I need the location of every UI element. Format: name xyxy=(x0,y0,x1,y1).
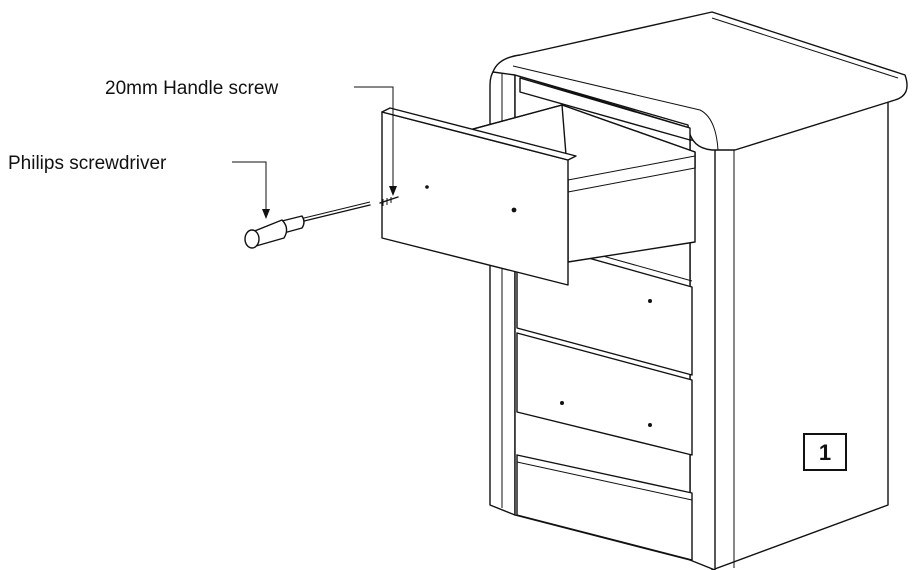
screw-icon xyxy=(379,196,399,206)
handle-hole xyxy=(648,423,652,427)
screwdriver-label: Philips screwdriver xyxy=(8,153,167,174)
cabinet-top xyxy=(492,11,908,151)
handle-hole xyxy=(511,207,517,213)
cabinet-plinth xyxy=(516,454,693,561)
screwdriver-icon xyxy=(244,201,371,249)
drawer-front-edge xyxy=(381,107,577,161)
cabinet-top-rail xyxy=(519,77,691,141)
handle-screw-label: 20mm Handle screw xyxy=(105,78,278,99)
step-number: 1 xyxy=(819,440,831,465)
callout-leaders xyxy=(232,86,397,219)
open-drawer-drawing xyxy=(379,104,696,286)
handle-hole xyxy=(425,185,429,189)
step-number-badge: 1 xyxy=(803,433,847,471)
handle-hole xyxy=(648,299,652,303)
lower-drawers xyxy=(516,231,693,561)
cabinet-side-panel xyxy=(711,91,889,570)
handle-hole xyxy=(560,401,564,405)
